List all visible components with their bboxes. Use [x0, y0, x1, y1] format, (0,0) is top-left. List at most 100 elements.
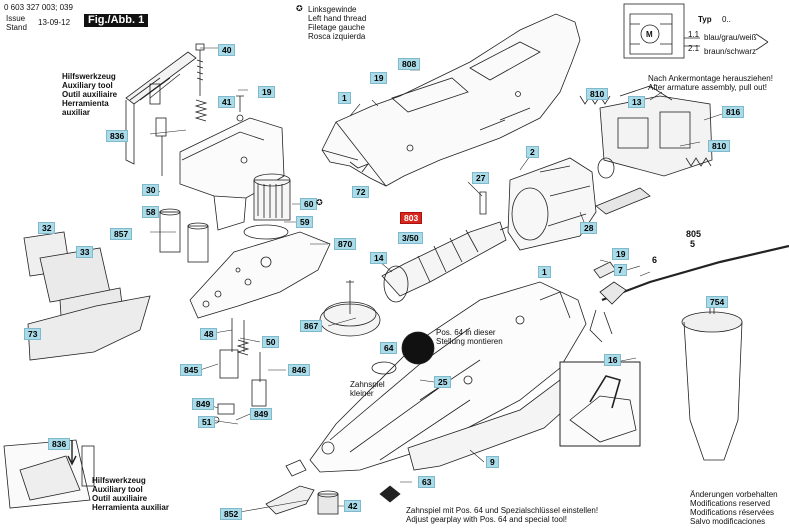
wiring-wire-1: 1.1 [688, 30, 700, 39]
callout-32: 32 [38, 222, 56, 234]
gearplay-note-de: Zahnspiel mit Pos. 64 und Spezialschlüss… [406, 506, 599, 515]
aux-tool-bottom-en: Auxiliary tool [92, 485, 143, 494]
callout-14: 14 [370, 252, 388, 264]
spring-41 [194, 99, 208, 122]
lever-852 [265, 485, 315, 515]
callout-7: 7 [614, 264, 627, 276]
brush-27 [479, 191, 487, 215]
gear-60 [253, 173, 291, 221]
aux-tool-bottom-fr: Outil auxiliaire [92, 494, 148, 503]
callout-810-a: 810 [586, 88, 609, 100]
aux-tool-top-es1: Herramienta [62, 99, 109, 108]
callout-852: 852 [220, 508, 243, 520]
callout-816: 816 [722, 106, 745, 118]
callout-867: 867 [300, 320, 323, 332]
aux-tool-top-es2: auxiliar [62, 108, 91, 117]
callout-19-b: 19 [370, 72, 388, 84]
callout-25: 25 [434, 376, 452, 388]
wiring-wire-2: 2.1 [688, 44, 700, 53]
callout-846: 846 [288, 364, 311, 376]
special-tool-64 [371, 331, 435, 375]
callout-58: 58 [142, 206, 160, 218]
changes-note-es: Salvo modificaciones [690, 517, 766, 526]
switch-28 [595, 187, 651, 215]
gear-note-2: kleiner [350, 389, 374, 398]
pos64-note-2: Stellung montieren [436, 337, 503, 346]
figure-tag: Fig./Abb. 1 [84, 14, 149, 27]
aux-tool-top-de: Hilfswerkzeug [62, 72, 116, 81]
spring-clip-846 [251, 352, 267, 407]
callout-9: 9 [486, 456, 499, 468]
wiring-type-label: Typ [698, 15, 712, 24]
thread-note-line-4: Rosca izquierda [308, 32, 366, 41]
spring-810-b [685, 157, 712, 167]
callout-60: 60 [300, 198, 318, 210]
callout-754: 754 [706, 296, 729, 308]
pad-73 [27, 295, 151, 361]
callout-33: 33 [76, 246, 94, 258]
knob-42 [317, 490, 339, 515]
callout-59: 59 [296, 216, 314, 228]
callout-1-b: 1 [538, 266, 551, 278]
aux-tool-top-fr: Outil auxiliaire [62, 90, 118, 99]
callout-27: 27 [472, 172, 490, 184]
spring-810-a [579, 95, 611, 105]
callout-870: 870 [334, 238, 357, 250]
wiring-motor-label: M [646, 30, 653, 39]
callout-73: 73 [24, 328, 42, 340]
bolt-40 [195, 43, 205, 96]
changes-note-en: Modifications reserved [690, 499, 771, 508]
washer-59 [243, 224, 289, 240]
brush-holder-816 [599, 85, 713, 177]
gearplay-note-en: Adjust gearplay with Pos. 64 and special… [406, 515, 567, 524]
field-stator-2 [507, 157, 597, 251]
callout-28: 28 [580, 222, 598, 234]
callout-19-a: 19 [258, 86, 276, 98]
stand-label: Stand [6, 23, 27, 32]
callout-2: 2 [526, 146, 539, 158]
gear-note-1: Zahnspiel [350, 380, 385, 389]
callout-1-a: 1 [338, 92, 351, 104]
spring-clip-845 [219, 318, 250, 379]
wiring-diagram-frame [623, 3, 685, 59]
issue-date: 13-09-12 [38, 18, 71, 27]
inset-aux-tool [3, 439, 95, 509]
callout-849-b: 849 [250, 408, 273, 420]
callout-30: 30 [142, 184, 160, 196]
callout-42: 42 [344, 500, 362, 512]
aux-handle-754 [681, 300, 743, 461]
motor-symbol [640, 24, 660, 44]
power-cord-6 [589, 244, 789, 343]
inset-detail-16 [559, 361, 641, 447]
part-number: 0 603 327 003; 039 [4, 3, 73, 12]
callout-836-a: 836 [106, 130, 129, 142]
callout-72: 72 [352, 186, 370, 198]
clip-849 [212, 403, 235, 424]
motor-housing-top [321, 13, 581, 187]
tool-cube [379, 485, 401, 503]
callout-64: 64 [380, 342, 398, 354]
callout-836-b: 836 [48, 438, 71, 450]
callout-803: 803 [400, 212, 423, 224]
callout-51: 51 [198, 416, 216, 428]
callout-849-a: 849 [192, 398, 215, 410]
callout-19-c: 19 [612, 248, 630, 260]
callout-41: 41 [218, 96, 236, 108]
pos64-note-1: Pos. 64 in dieser [436, 328, 496, 337]
thread-note-line-1: Linksgewinde [308, 5, 357, 14]
label-805: 805 [686, 229, 702, 239]
screw-19-a [236, 95, 244, 112]
bearing-ring [597, 157, 615, 179]
thread-note-line-2: Left hand thread [308, 14, 367, 23]
callout-13: 13 [628, 96, 646, 108]
changes-note-fr: Modifications réservées [690, 508, 775, 517]
callout-857: 857 [110, 228, 133, 240]
changes-note-de: Änderungen vorbehalten [690, 490, 778, 499]
issue-label: Issue [6, 14, 26, 23]
aux-tool-bottom-es: Herramienta auxiliar [92, 503, 169, 512]
clamp-7 [593, 261, 617, 279]
callout-810-b: 810 [708, 140, 731, 152]
callout-808: 808 [398, 58, 421, 70]
label-6: 6 [652, 255, 658, 265]
thread-note-bullet: ✪ [296, 4, 303, 13]
